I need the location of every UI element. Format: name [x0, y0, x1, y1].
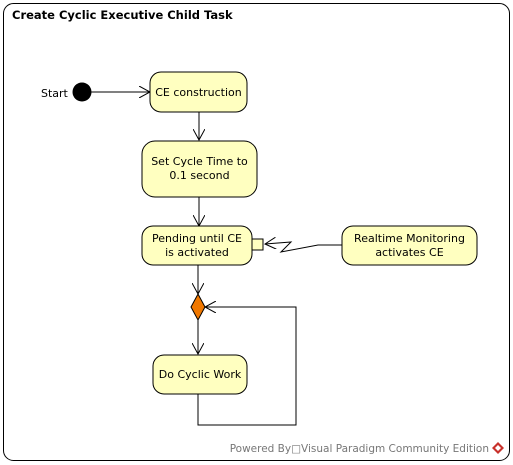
action-label: CE construction	[155, 86, 242, 99]
action-label-line-1: Pending until CE	[152, 232, 242, 245]
action-label-line-2: 0.1 second	[169, 169, 229, 182]
action-label-line-1: Set Cycle Time to	[151, 155, 248, 168]
action-set-cycle-time[interactable]: Set Cycle Time to 0.1 second	[141, 140, 258, 198]
activity-title: Create Cyclic Executive Child Task	[12, 8, 233, 22]
activity-frame	[3, 3, 510, 461]
input-pin[interactable]	[251, 238, 264, 251]
action-do-cyclic-work[interactable]: Do Cyclic Work	[152, 354, 248, 395]
action-realtime-monitoring[interactable]: Realtime Monitoring activates CE	[341, 225, 478, 266]
action-label-line-2: is activated	[165, 246, 229, 259]
start-label: Start	[41, 87, 69, 100]
action-ce-construction[interactable]: CE construction	[149, 71, 248, 113]
visual-paradigm-logo-icon	[492, 442, 504, 454]
watermark-text: Powered By□Visual Paradigm Community Edi…	[230, 443, 489, 455]
edge-signal-realtime-to-pending	[265, 242, 342, 253]
initial-node[interactable]	[72, 82, 92, 102]
decision-node[interactable]	[190, 292, 206, 322]
action-pending-until-activated[interactable]: Pending until CE is activated	[141, 225, 253, 266]
action-label: Do Cyclic Work	[159, 368, 242, 381]
action-label-line-1: Realtime Monitoring	[354, 232, 465, 245]
edge-loop-back-to-decision	[197, 307, 297, 426]
action-label-line-2: activates CE	[375, 246, 443, 259]
